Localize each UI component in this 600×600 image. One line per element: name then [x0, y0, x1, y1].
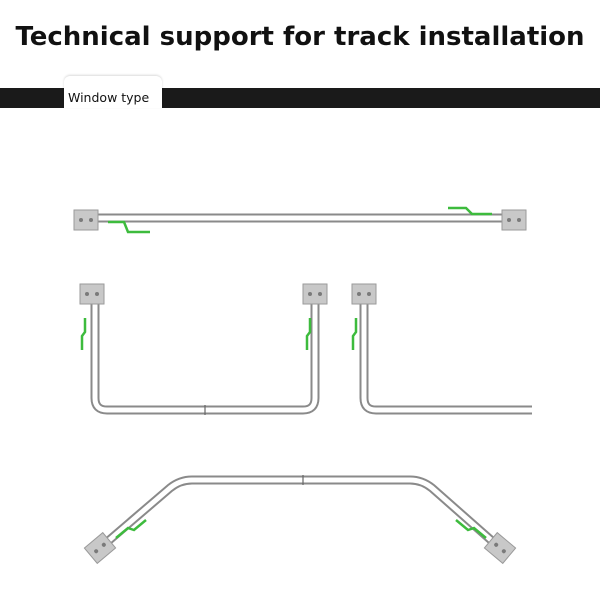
section-label: Window type — [68, 90, 150, 105]
section-tab — [64, 76, 162, 108]
u-shaped-track — [79, 283, 328, 415]
l-shaped-track — [351, 283, 532, 415]
bay-window-track — [83, 475, 517, 564]
straight-track — [73, 206, 527, 234]
page-title: Technical support for track installation — [15, 22, 585, 52]
